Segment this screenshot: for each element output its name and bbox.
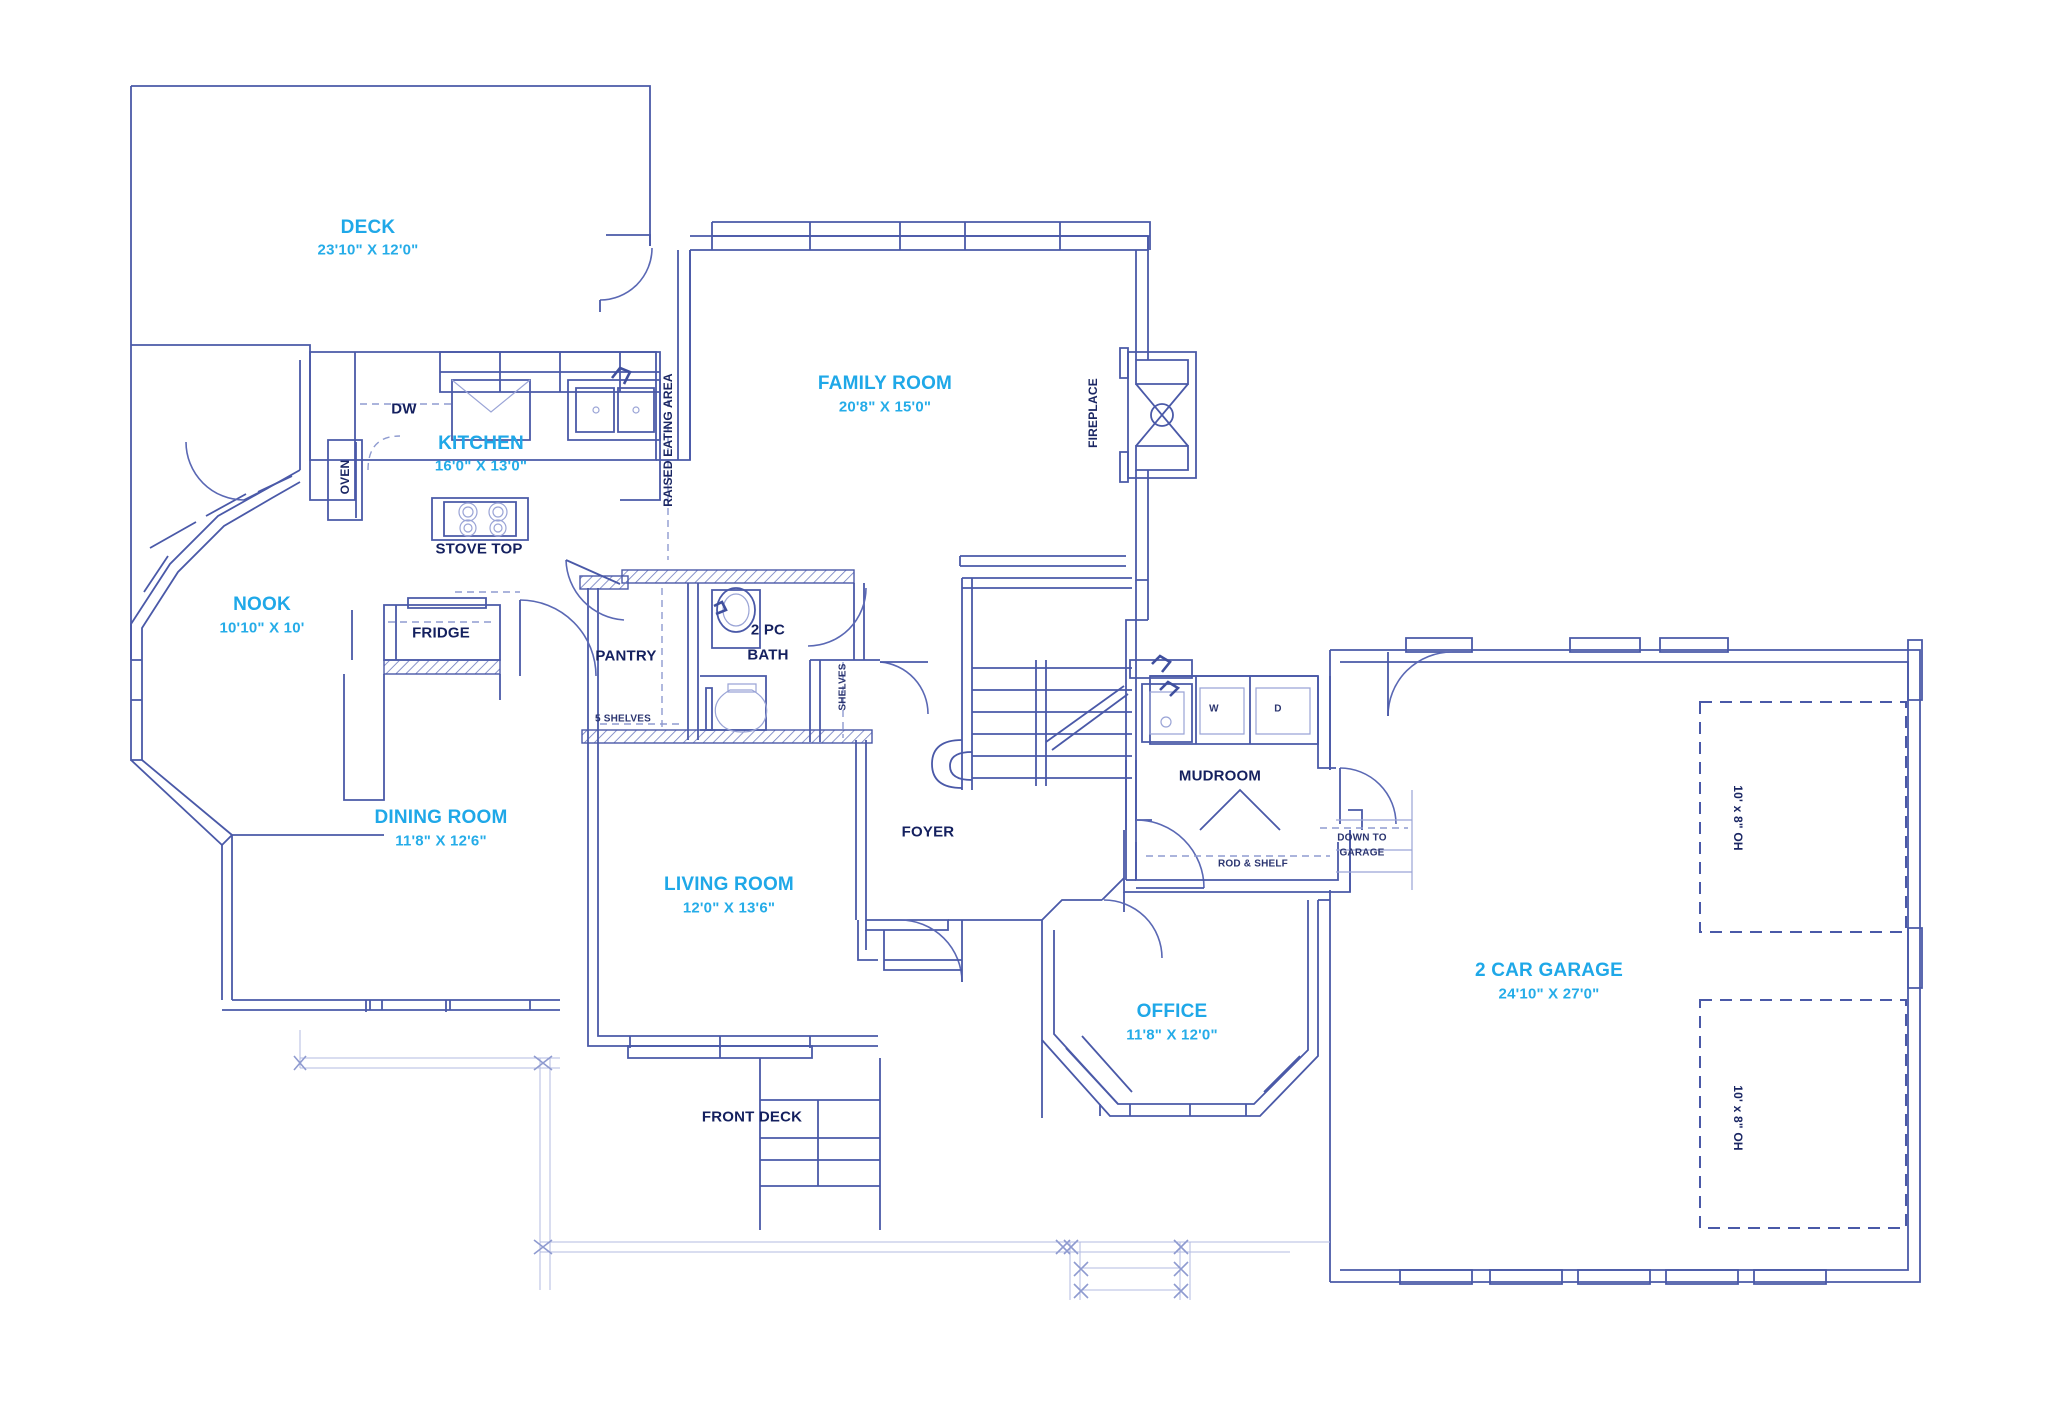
family-room-walls — [689, 221, 1151, 881]
dining-windows — [365, 1000, 447, 1012]
pantry-bath-block — [519, 559, 929, 744]
office-walls — [1041, 899, 1330, 1117]
foyer-walls — [948, 877, 1125, 921]
fireplace — [1119, 347, 1197, 483]
fridge-appliance — [383, 597, 501, 675]
living-room-walls — [587, 740, 963, 1059]
stove-top-appliance — [431, 497, 529, 541]
kitchen-counters — [299, 250, 691, 593]
front-deck-dimension-lines — [293, 1030, 1330, 1300]
dining-room-walls — [222, 610, 560, 1011]
oven-appliance — [327, 439, 363, 521]
front-steps — [759, 1058, 881, 1230]
mudroom — [1125, 654, 1397, 889]
down-to-garage-stair — [1320, 790, 1413, 890]
coat-closet — [1123, 788, 1363, 893]
garage-walls — [1329, 637, 1923, 1285]
deck-outline — [130, 85, 651, 660]
nook-bay-walls — [130, 469, 384, 1000]
staircase — [931, 577, 1132, 790]
